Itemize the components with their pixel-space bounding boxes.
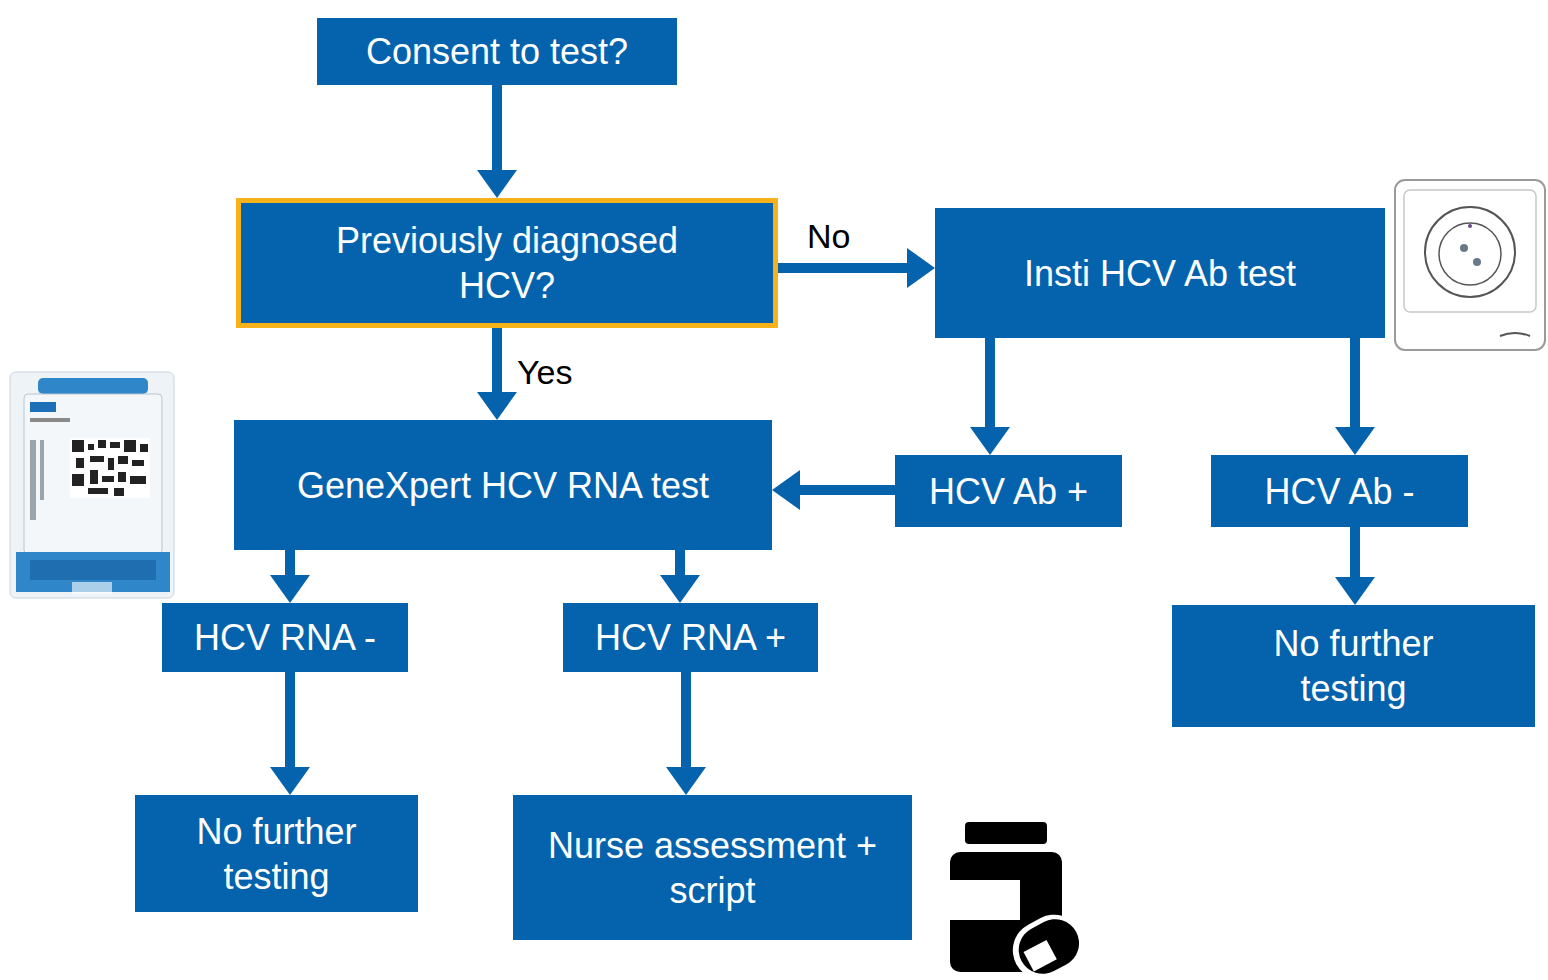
process-box: Consent to test?: [317, 18, 677, 85]
arrow-connector: [270, 550, 310, 603]
insti-device: [1395, 180, 1545, 350]
box-text: HCV Ab -: [1264, 469, 1414, 514]
box-text: Previously diagnosed HCV?: [287, 218, 727, 308]
box-text: HCV Ab +: [929, 469, 1088, 514]
outcome-box: Nurse assessment + script: [513, 795, 912, 940]
result-box: HCV RNA +: [563, 603, 818, 672]
edge-label: Yes: [515, 354, 574, 391]
box-text: Consent to test?: [366, 29, 628, 74]
result-box: HCV RNA -: [162, 603, 408, 672]
edge-label: No: [805, 218, 852, 255]
outcome-box: No further testing: [135, 795, 418, 912]
genexpert-cartridge: [10, 372, 174, 598]
arrow-connector: [772, 470, 895, 510]
box-text: Insti HCV Ab test: [1024, 251, 1296, 296]
result-box: HCV Ab -: [1211, 455, 1468, 527]
arrow-connector: [666, 672, 706, 795]
arrow-connector: [1335, 338, 1375, 455]
box-text: HCV RNA +: [595, 615, 786, 660]
box-text: No further testing: [1234, 621, 1474, 711]
box-text: Nurse assessment + script: [548, 823, 878, 913]
arrow-connector: [1335, 527, 1375, 605]
process-box: GeneXpert HCV RNA test: [234, 420, 772, 550]
box-text: GeneXpert HCV RNA test: [297, 463, 709, 508]
pill-bottle-icon: [950, 822, 1093, 980]
arrow-connector: [970, 338, 1010, 455]
box-text: HCV RNA -: [194, 615, 376, 660]
box-text: No further testing: [157, 809, 397, 899]
arrow-connector: [270, 672, 310, 795]
outcome-box: No further testing: [1172, 605, 1535, 727]
arrow-connector: [778, 248, 935, 288]
arrow-connector: [660, 550, 700, 603]
result-box: HCV Ab +: [895, 455, 1122, 527]
decision-box: Previously diagnosed HCV?: [236, 198, 778, 328]
arrow-connector: [477, 85, 517, 198]
arrow-connector: [477, 328, 517, 420]
process-box: Insti HCV Ab test: [935, 208, 1385, 338]
